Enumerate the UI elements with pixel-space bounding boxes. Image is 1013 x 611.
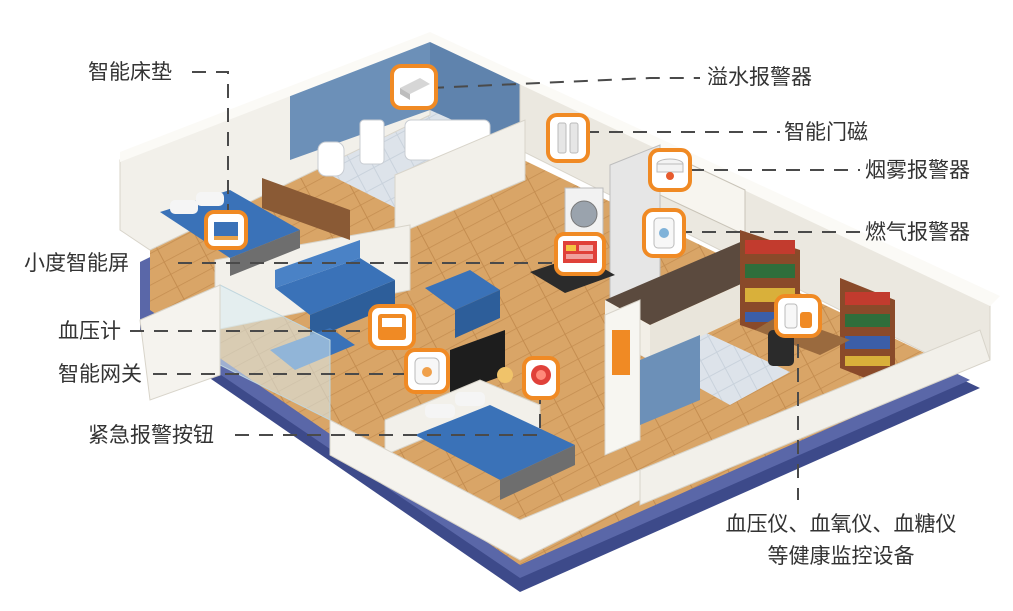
door-sensor-icon[interactable] — [546, 113, 590, 163]
label-smart-gateway: 智能网关 — [58, 362, 142, 386]
pillar — [604, 299, 641, 456]
sofa-main — [275, 258, 395, 315]
armchair — [425, 270, 500, 310]
label-gas-alarm: 燃气报警器 — [865, 220, 970, 244]
sofa-main-front — [310, 280, 395, 340]
washing-machine-door — [570, 200, 598, 228]
label-water-leak-alarm: 溢水报警器 — [707, 65, 812, 89]
mattress-icon[interactable] — [204, 210, 248, 250]
smoke-detector-icon[interactable] — [648, 148, 692, 192]
smart-screen-icon[interactable] — [554, 232, 606, 276]
pillow-2 — [196, 192, 224, 206]
office-chair — [768, 330, 794, 366]
label-xiaodu-screen: 小度智能屏 — [24, 251, 129, 275]
front-wall-right — [639, 329, 991, 506]
sos-button-icon[interactable] — [522, 356, 560, 400]
bed-top-left-frame — [230, 230, 300, 276]
small-bathroom-wall — [640, 335, 700, 425]
tv — [450, 330, 505, 395]
bookshelf-right-books — [845, 292, 890, 366]
bed-bottom-frame — [500, 445, 575, 500]
water-leak-icon[interactable] — [390, 64, 438, 110]
lamp — [497, 367, 513, 383]
label-smoke-alarm: 烟雾报警器 — [865, 158, 970, 182]
bed-bottom — [415, 405, 575, 480]
pillow-3 — [425, 404, 455, 418]
label-door-sensor: 智能门磁 — [784, 120, 868, 144]
label-blood-pressure-meter: 血压计 — [58, 319, 121, 343]
sink — [359, 119, 385, 165]
line-water — [429, 77, 700, 89]
armchair-front — [455, 290, 500, 338]
pillar-accent — [612, 330, 630, 375]
bathroom-blue-wall-right — [430, 40, 520, 150]
blood-pressure-icon[interactable] — [368, 304, 416, 350]
pillow-4 — [455, 392, 485, 406]
pillow-1 — [170, 200, 198, 214]
dresser — [262, 178, 350, 240]
line-sos — [235, 385, 541, 436]
line-mattress — [192, 71, 229, 228]
toilet — [317, 141, 345, 177]
label-health-devices: 血压仪、血氧仪、血糖仪 等健康监控设备 — [706, 508, 976, 572]
leader-lines — [130, 71, 860, 500]
health-monitor-icon[interactable] — [774, 294, 822, 338]
label-smart-mattress: 智能床垫 — [88, 60, 172, 84]
sofa-main-back — [275, 240, 360, 288]
label-health-devices-line2: 等健康监控设备 — [767, 544, 915, 568]
gateway-icon[interactable] — [404, 348, 450, 394]
label-health-devices-line1: 血压仪、血氧仪、血糖仪 — [725, 512, 957, 536]
label-emergency-button: 紧急报警按钮 — [88, 423, 214, 447]
gas-detector-icon[interactable] — [642, 208, 686, 258]
front-wall-left — [139, 284, 221, 401]
bathroom-divider-wall — [394, 119, 526, 236]
